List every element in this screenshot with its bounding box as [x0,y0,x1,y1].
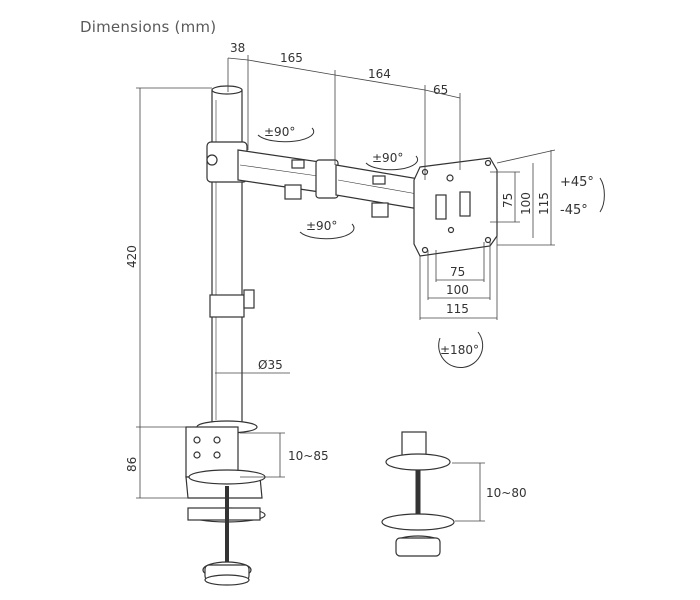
dim-grommet-range: 10~80 [486,486,527,500]
dim-164: 164 [368,67,391,81]
arm-mid-swivel-arrow-icon [365,155,419,171]
dim-vesa-v-115: 115 [537,192,551,215]
dim-vesa-h-75: 75 [450,265,465,279]
desk-clamp [185,420,266,586]
dim-420: 420 [125,245,139,268]
dimension-lines [136,55,556,522]
rot-arm-lower: ±90° [306,219,337,233]
dim-vesa-h-100: 100 [446,283,469,297]
dim-clamp-range: 10~85 [288,449,329,463]
pole [209,85,255,426]
rotate-arrow-icon [438,331,484,369]
arm-lower-swivel-arrow-icon [299,223,355,240]
dim-vesa-v-100: 100 [519,192,533,215]
dim-pole-diameter: Ø35 [258,358,283,372]
diagram-title: Dimensions (mm) [80,18,217,36]
vesa-plate [413,157,498,257]
dim-vesa-h-115: 115 [446,302,469,316]
dim-38: 38 [230,41,245,55]
tilt-arrow-icon [599,177,605,213]
rot-rotate: ±180° [440,343,479,357]
dim-165: 165 [280,51,303,65]
rot-tilt-down: -45° [560,203,588,218]
rot-tilt-up: +45° [560,175,594,190]
rotation-arrows [257,127,605,369]
arm [206,141,426,218]
dim-vesa-v-75: 75 [501,193,515,208]
rot-pole-swivel: ±90° [264,125,295,139]
grommet-base [381,431,455,557]
rot-arm-mid: ±90° [372,151,403,165]
dim-65: 65 [433,83,448,97]
pole-swivel-arrow-icon [257,127,315,143]
dim-86: 86 [125,457,139,472]
